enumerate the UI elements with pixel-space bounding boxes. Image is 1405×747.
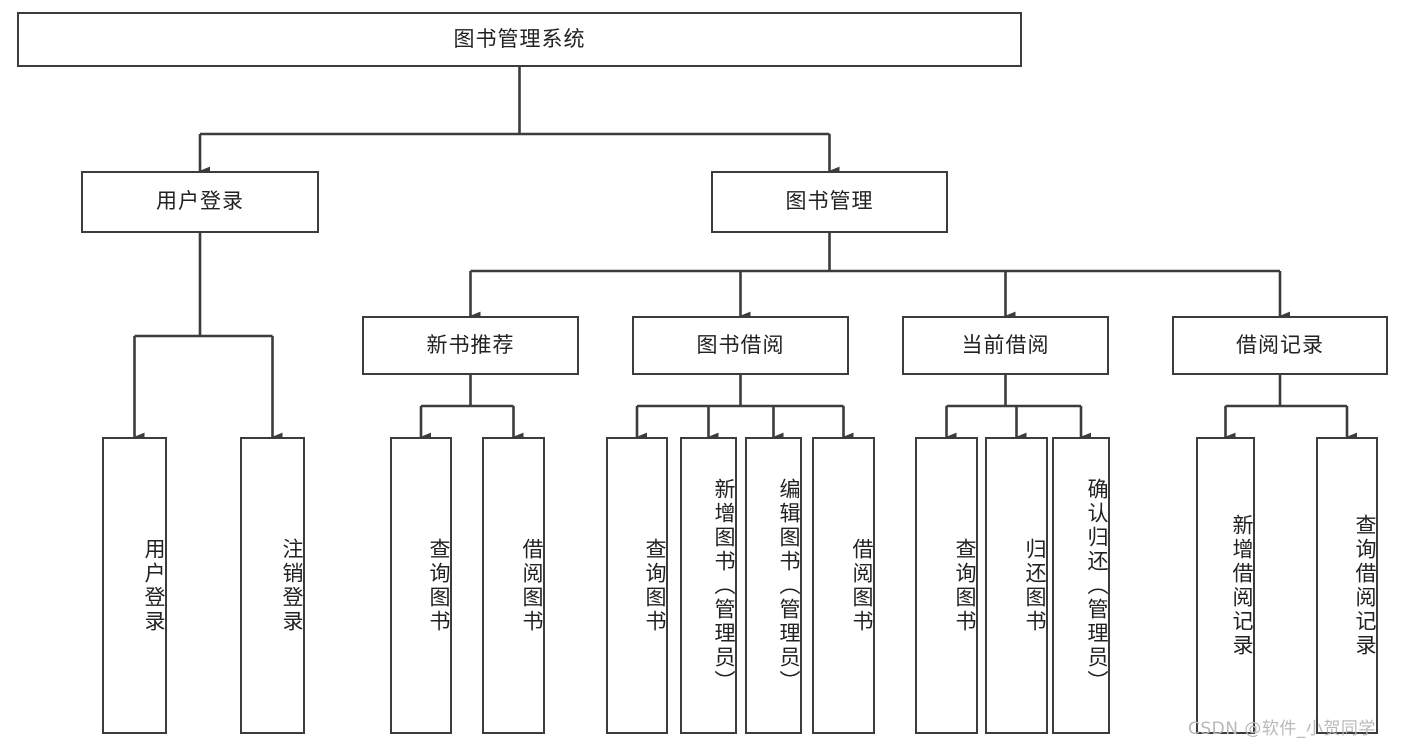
node-leaf-query-b3[interactable]: 查询图书 <box>915 437 978 734</box>
node-label: 用户登录 <box>156 189 244 214</box>
node-label: 查询图书 <box>953 537 977 634</box>
node-label: 图书管理 <box>785 189 874 214</box>
node-book-borrow[interactable]: 图书借阅 <box>632 316 849 375</box>
node-label: 图书管理系统 <box>453 26 586 51</box>
node-label: 当前借阅 <box>961 332 1050 357</box>
node-label: 借阅记录 <box>1236 332 1324 357</box>
node-label: 归还图书 <box>1023 537 1047 634</box>
edge-group <box>133 67 1358 442</box>
node-label: 新书推荐 <box>426 332 515 357</box>
node-label: 用户登录 <box>142 537 166 634</box>
node-label: 查询借阅记录 <box>1353 513 1377 658</box>
node-current-borrow[interactable]: 当前借阅 <box>902 316 1109 375</box>
node-label: 编辑图书（管理员） <box>777 477 801 694</box>
node-label: 借阅图书 <box>520 537 544 634</box>
node-leaf-confirm[interactable]: 确认归还（管理员） <box>1052 437 1110 734</box>
node-label: 新增借阅记录 <box>1230 513 1254 658</box>
node-label: 新增图书（管理员） <box>712 477 736 694</box>
node-label: 注销登录 <box>280 537 304 634</box>
node-borrow-record[interactable]: 借阅记录 <box>1172 316 1388 375</box>
node-root[interactable]: 图书管理系统 <box>17 12 1022 67</box>
node-leaf-borrow-b2[interactable]: 借阅图书 <box>812 437 875 734</box>
node-leaf-borrow-b1[interactable]: 借阅图书 <box>482 437 545 734</box>
node-user-login[interactable]: 用户登录 <box>81 171 319 233</box>
node-leaf-return-b[interactable]: 归还图书 <box>985 437 1048 734</box>
node-leaf-add-rec[interactable]: 新增借阅记录 <box>1196 437 1255 734</box>
node-label: 查询图书 <box>427 537 451 634</box>
watermark-label: CSDN @软件_小贺同学 <box>1188 719 1376 739</box>
node-label: 图书借阅 <box>696 332 785 357</box>
node-leaf-query-rec[interactable]: 查询借阅记录 <box>1316 437 1378 734</box>
node-new-book-rec[interactable]: 新书推荐 <box>362 316 579 375</box>
node-book-manage[interactable]: 图书管理 <box>711 171 948 233</box>
node-leaf-logout[interactable]: 注销登录 <box>240 437 305 734</box>
node-label: 借阅图书 <box>850 537 874 634</box>
node-leaf-edit-book[interactable]: 编辑图书（管理员） <box>745 437 802 734</box>
node-leaf-query-b2[interactable]: 查询图书 <box>606 437 668 734</box>
node-leaf-user-login[interactable]: 用户登录 <box>102 437 167 734</box>
node-leaf-add-book[interactable]: 新增图书（管理员） <box>680 437 737 734</box>
node-label: 确认归还（管理员） <box>1085 477 1109 694</box>
node-label: 查询图书 <box>643 537 667 634</box>
node-leaf-query-b1[interactable]: 查询图书 <box>390 437 452 734</box>
